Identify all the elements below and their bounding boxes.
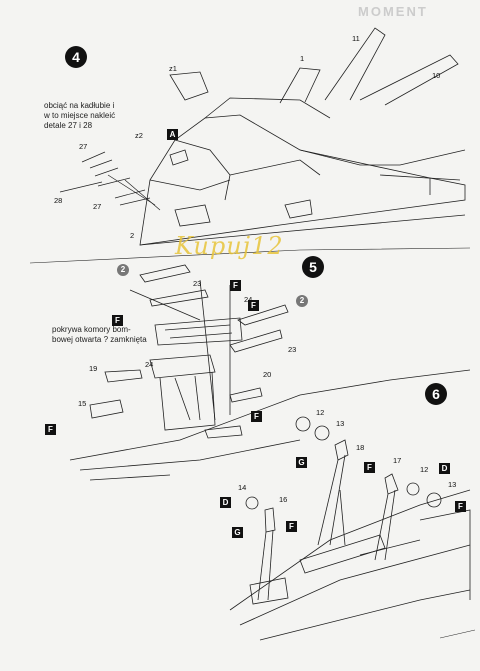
watermark: Kupuj12: [175, 232, 284, 260]
part-19: 19: [89, 364, 98, 373]
marker-F: F: [248, 300, 259, 311]
part-12: 12: [316, 408, 325, 417]
marker-A: A: [167, 129, 178, 140]
marker-F: F: [455, 501, 466, 512]
bay-note-line-2: bowej otwarta ? zamknięta: [52, 335, 147, 344]
part-z2: z2: [135, 131, 143, 140]
marker-F: F: [364, 462, 375, 473]
part-1: 1: [300, 54, 305, 63]
part-15: 15: [78, 399, 87, 408]
part-z1: z1: [169, 64, 177, 73]
step-5-marker: 5: [302, 256, 324, 278]
bay-note-line-1: pokrywa komory bom-: [52, 325, 131, 334]
part-28: 28: [54, 196, 63, 205]
bay-note: pokrywa komory bom- bowej otwarta ? zamk…: [52, 325, 147, 345]
part-23: 23: [193, 279, 202, 288]
marker-G: G: [232, 527, 243, 538]
step-4-marker: 4: [65, 46, 87, 68]
step-6-marker: 6: [425, 383, 447, 405]
part-14: 14: [238, 483, 247, 492]
cut-note: obciąć na kadłubie i w to miejsce naklei…: [44, 101, 115, 131]
marker-F: F: [45, 424, 56, 435]
part-13: 13: [336, 419, 345, 428]
cut-note-line-3: detale 27 i 28: [44, 121, 93, 130]
marker-D: D: [439, 463, 450, 474]
part-17: 17: [393, 456, 402, 465]
marker-F: F: [112, 315, 123, 326]
page-header-fragment: MOMENT: [358, 4, 428, 19]
part-13: 13: [448, 480, 457, 489]
marker-D: D: [220, 497, 231, 508]
part-27: 27: [93, 202, 102, 211]
part-16: 16: [279, 495, 288, 504]
step5-drawing: [69, 264, 471, 481]
part-10: 10: [432, 71, 441, 80]
part-18: 18: [356, 443, 365, 452]
marker-F: F: [230, 280, 241, 291]
marker-F: F: [251, 411, 262, 422]
step4-divider: [29, 247, 471, 264]
paint-ref-2: 2: [117, 264, 129, 276]
part-23: 23: [288, 345, 297, 354]
step6-drawing: [229, 416, 471, 641]
cut-note-line-2: w to miejsce nakleić: [44, 111, 116, 120]
marker-G: G: [296, 457, 307, 468]
part-12: 12: [420, 465, 429, 474]
part-27: 27: [79, 142, 88, 151]
part-24: 24: [145, 360, 154, 369]
paint-ref-2: 2: [296, 295, 308, 307]
part-20: 20: [263, 370, 272, 379]
part-24: 24: [244, 295, 253, 304]
cut-note-line-1: obciąć na kadłubie i: [44, 101, 115, 110]
part-11: 11: [352, 34, 360, 43]
part-2: 2: [130, 231, 135, 240]
step4-small-parts: [59, 151, 161, 211]
marker-F: F: [286, 521, 297, 532]
step4-fuselage-drawing: [139, 27, 466, 246]
